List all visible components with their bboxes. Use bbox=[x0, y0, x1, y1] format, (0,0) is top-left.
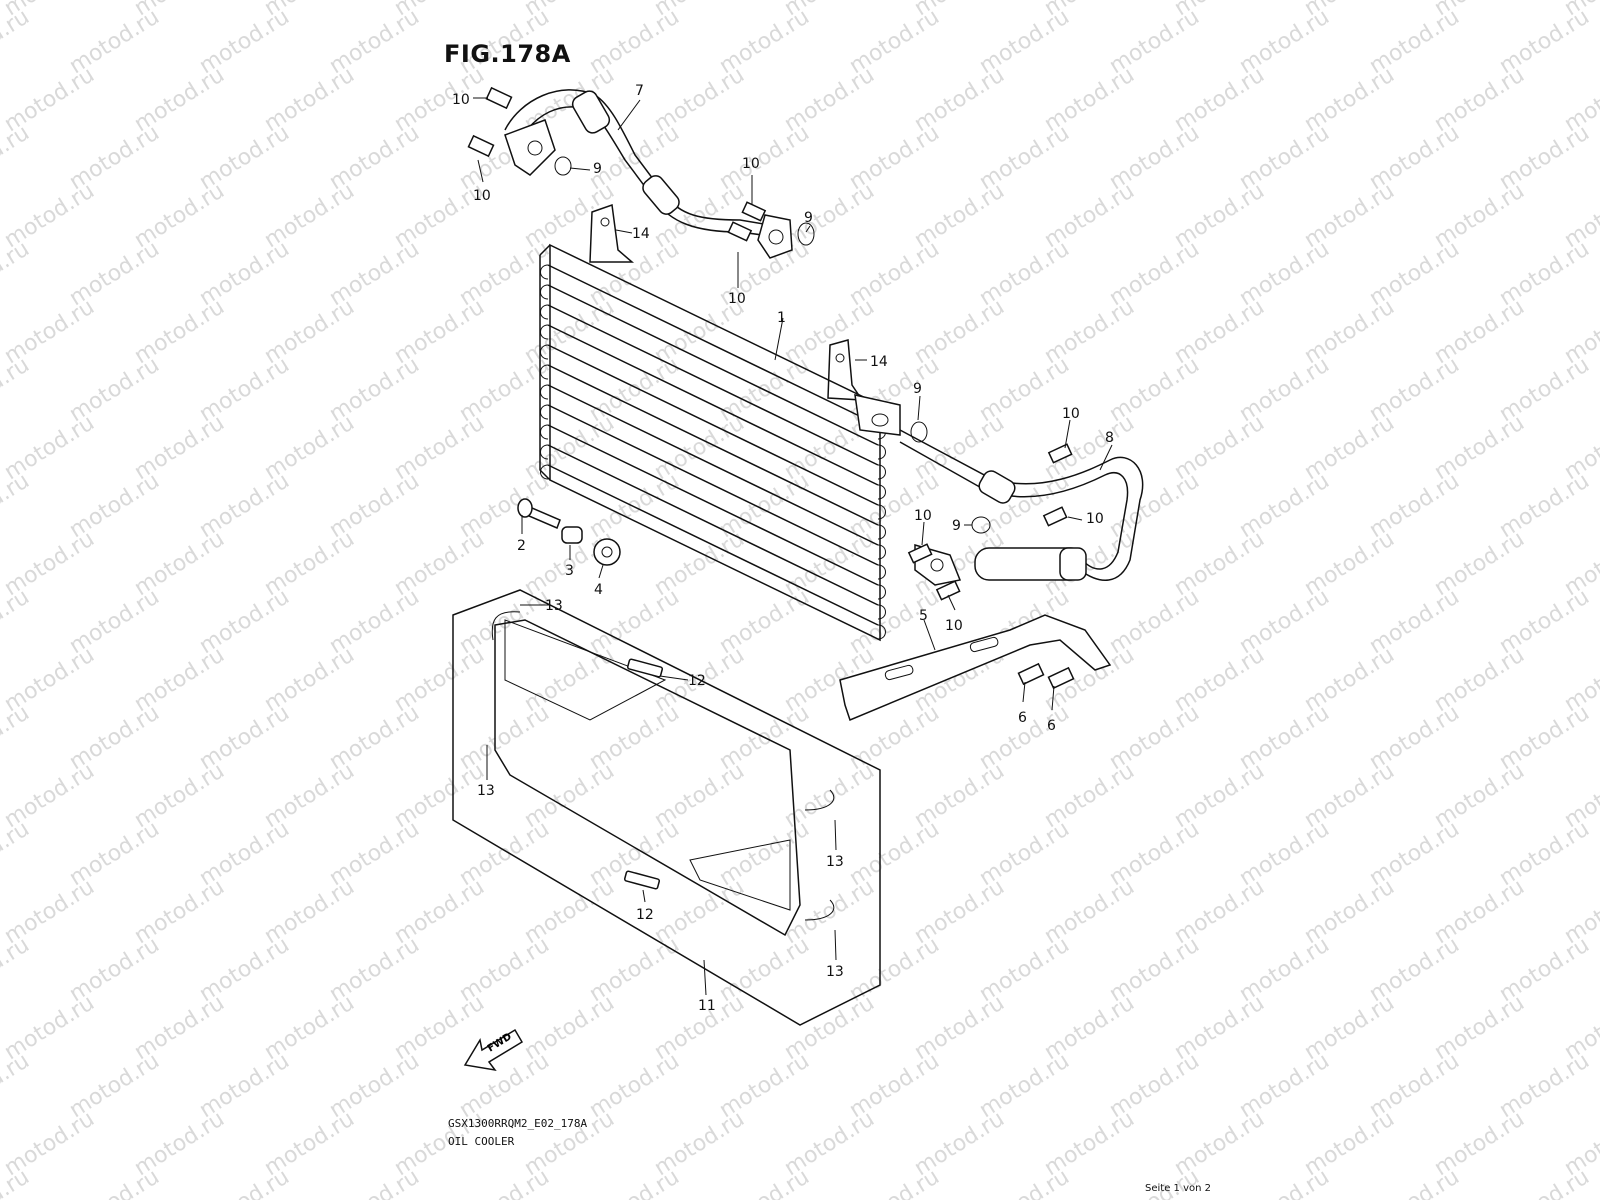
callout-13: 13 bbox=[826, 964, 844, 980]
callout-14: 14 bbox=[632, 226, 650, 242]
cooler-fin-end bbox=[540, 284, 549, 300]
callout-10: 10 bbox=[914, 508, 932, 524]
callout-14: 14 bbox=[870, 354, 888, 370]
leader-lines bbox=[473, 97, 1113, 996]
callout-3: 3 bbox=[565, 563, 574, 579]
cooler-fin bbox=[547, 444, 879, 606]
cooler-fin-end bbox=[540, 304, 549, 320]
callout-8: 8 bbox=[1105, 430, 1114, 446]
callout-10: 10 bbox=[1086, 511, 1104, 527]
cooler-fin-end bbox=[877, 544, 886, 560]
cooler-guard-11 bbox=[452, 589, 881, 1026]
cooler-fin-end bbox=[877, 584, 886, 600]
callout-10: 10 bbox=[728, 291, 746, 307]
callout-10: 10 bbox=[452, 92, 470, 108]
callout-9: 9 bbox=[593, 161, 602, 177]
callout-6: 6 bbox=[1047, 718, 1056, 734]
cooler-fin-end bbox=[540, 364, 549, 380]
cooler-fin bbox=[547, 384, 879, 546]
figure-title: FIG.178A bbox=[444, 40, 571, 68]
callout-6: 6 bbox=[1018, 710, 1027, 726]
callout-9: 9 bbox=[913, 381, 922, 397]
callout-13: 13 bbox=[826, 854, 844, 870]
callout-11: 11 bbox=[698, 998, 716, 1014]
bracket-14-group bbox=[589, 203, 864, 401]
bolt-10-group-upper bbox=[467, 86, 767, 242]
cooler-fin bbox=[547, 324, 879, 486]
callout-9: 9 bbox=[804, 210, 813, 226]
cooler-fin bbox=[547, 344, 879, 506]
callout-10: 10 bbox=[1062, 406, 1080, 422]
fwd-arrow-icon: FWD bbox=[463, 1028, 524, 1072]
cooler-fin-end bbox=[540, 444, 549, 460]
cooler-fin-end bbox=[877, 564, 886, 580]
callout-5: 5 bbox=[919, 608, 928, 624]
cooler-fin bbox=[547, 404, 879, 566]
cooler-fin-end bbox=[540, 264, 549, 280]
cooler-fin-end bbox=[540, 464, 549, 480]
cooler-fin bbox=[547, 364, 879, 526]
cooler-fin-end bbox=[877, 464, 886, 480]
callout-12: 12 bbox=[688, 673, 706, 689]
cooler-fin-end bbox=[540, 424, 549, 440]
cooler-fin-end bbox=[540, 384, 549, 400]
callout-12: 12 bbox=[636, 907, 654, 923]
cooler-fin-end bbox=[877, 444, 886, 460]
bolt-10-group-lower bbox=[907, 443, 1073, 601]
cooler-fin-end bbox=[540, 324, 549, 340]
cooler-fin bbox=[547, 284, 879, 446]
figure-caption: OIL COOLER bbox=[448, 1135, 515, 1148]
cooler-bracket-5 bbox=[839, 614, 1112, 722]
lower-oil-pipe bbox=[899, 429, 1144, 586]
cooler-fin bbox=[547, 304, 879, 466]
callout-2: 2 bbox=[517, 538, 526, 554]
cooler-fin bbox=[547, 424, 879, 586]
callout-9: 9 bbox=[952, 518, 961, 534]
callout-4: 4 bbox=[594, 582, 603, 598]
cooler-fin-end bbox=[877, 524, 886, 540]
callout-1: 1 bbox=[777, 310, 786, 326]
cooler-fin-end bbox=[877, 504, 886, 520]
mount-hardware bbox=[517, 498, 621, 566]
model-code: GSX1300RRQM2_E02_178A bbox=[448, 1117, 588, 1130]
cooler-fin-end bbox=[877, 624, 886, 640]
upper-oil-pipe bbox=[504, 89, 793, 259]
oil-cooler-core bbox=[539, 243, 901, 642]
callout-10: 10 bbox=[473, 188, 491, 204]
page-indicator: Seite 1 von 2 bbox=[1145, 1183, 1211, 1194]
cooler-fin-end bbox=[877, 604, 886, 620]
cooler-fin-end bbox=[877, 484, 886, 500]
cooler-fin bbox=[547, 464, 879, 626]
callout-13: 13 bbox=[545, 598, 563, 614]
callout-10: 10 bbox=[945, 618, 963, 634]
callout-7: 7 bbox=[635, 83, 644, 99]
cooler-fin bbox=[547, 264, 879, 426]
callout-10: 10 bbox=[742, 156, 760, 172]
cooler-fin-end bbox=[540, 404, 549, 420]
callout-13: 13 bbox=[477, 783, 495, 799]
o-ring-9-group bbox=[554, 156, 991, 534]
cooler-fin-end bbox=[540, 344, 549, 360]
bolt-6-group bbox=[1017, 662, 1075, 690]
